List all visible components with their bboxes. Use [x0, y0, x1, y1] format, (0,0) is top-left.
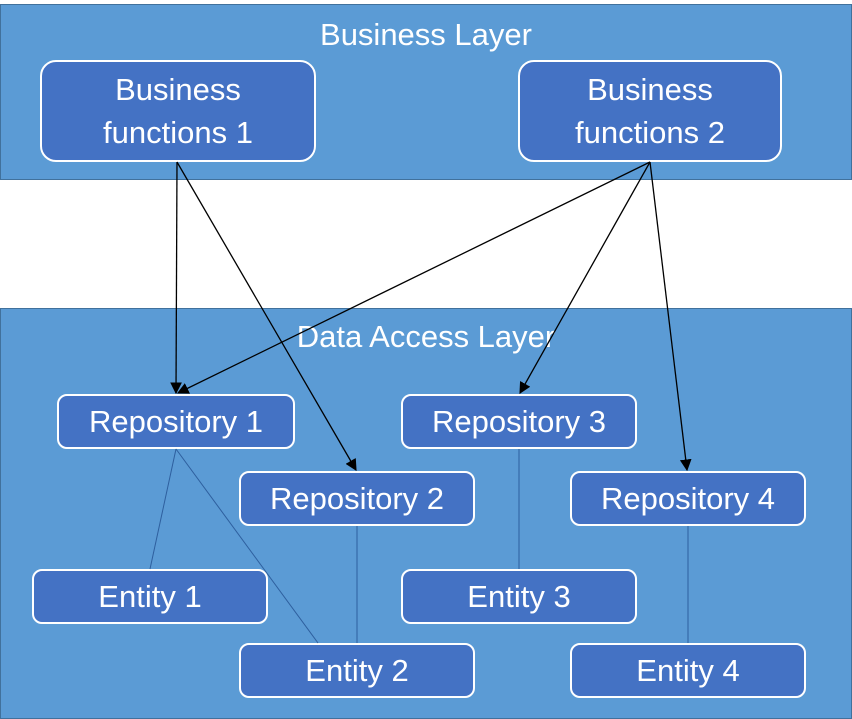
- entity-4[interactable]: Entity 4: [570, 643, 806, 698]
- data-access-layer-title: Data Access Layer: [296, 319, 556, 354]
- entity-3[interactable]: Entity 3: [401, 569, 637, 624]
- repository-2[interactable]: Repository 2: [239, 471, 475, 526]
- repository-1[interactable]: Repository 1: [57, 394, 295, 449]
- business-functions-2[interactable]: Business functions 2: [518, 60, 782, 162]
- entity-2[interactable]: Entity 2: [239, 643, 475, 698]
- business-functions-1[interactable]: Business functions 1: [40, 60, 316, 162]
- business-layer-title: Business Layer: [320, 17, 532, 52]
- repository-4[interactable]: Repository 4: [570, 471, 806, 526]
- repository-3[interactable]: Repository 3: [401, 394, 637, 449]
- entity-1[interactable]: Entity 1: [32, 569, 268, 624]
